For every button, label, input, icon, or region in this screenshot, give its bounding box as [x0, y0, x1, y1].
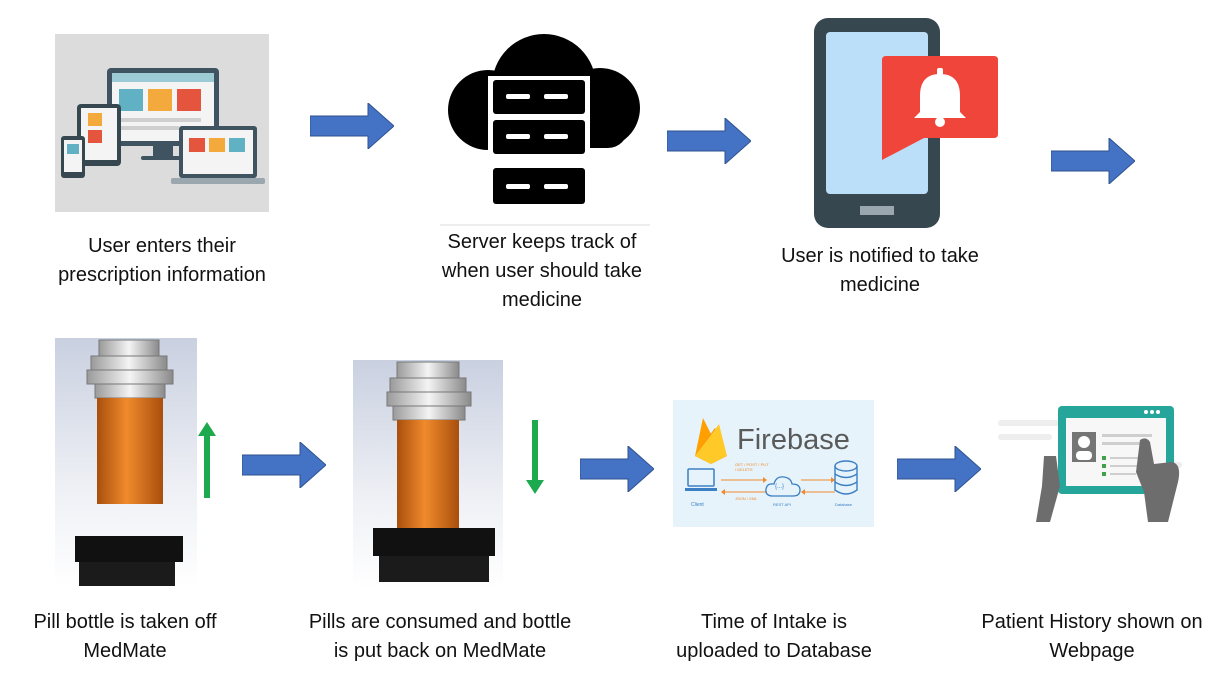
step-server-caption: Server keeps track of when user should t… — [441, 231, 643, 311]
response-label: JSON / XML — [735, 496, 758, 501]
firebase-icon — [695, 418, 727, 464]
firebase-brand: Firebase — [737, 424, 850, 456]
firebase-diagram: Firebase Client GET / POST / PUT / DELET… — [673, 400, 874, 527]
api-symbol: {...} — [775, 484, 785, 490]
api-label: REST API — [773, 502, 791, 507]
step-notify-caption: User is notified to take medicine — [781, 245, 979, 296]
flow-arrow-1 — [310, 103, 394, 149]
step-enter-caption: User enters their prescription informati… — [58, 235, 266, 286]
flow-arrow-6 — [897, 446, 981, 492]
api-cloud-icon — [765, 476, 801, 497]
flow-arrow-5 — [580, 446, 654, 492]
step-enter-image — [55, 34, 269, 212]
step-return-caption: Pills are consumed and bottle is put bac… — [308, 611, 572, 662]
database-label: Database — [835, 502, 853, 507]
client-label: Client — [691, 502, 704, 508]
step-upload-caption: Time of Intake is uploaded to Database — [676, 611, 872, 662]
flow-arrow-4 — [242, 442, 326, 488]
flow-arrow-3 — [1051, 138, 1135, 184]
return-down-arrow — [526, 420, 544, 494]
step-history-caption: Patient History shown on Webpage — [981, 611, 1203, 662]
cloud-server-icon — [440, 34, 650, 226]
lift-up-arrow — [198, 422, 216, 498]
request-arrows — [721, 477, 835, 495]
step-lift-caption: Pill bottle is taken off MedMate — [33, 611, 217, 662]
tablet-webpage-icon — [998, 406, 1182, 522]
pill-bottle-lifted-icon — [55, 338, 197, 588]
responsive-devices-icon — [61, 68, 265, 184]
request-label: GET / POST / PUT / DELETE — [735, 462, 769, 472]
phone-notification-icon — [814, 18, 998, 228]
pill-bottle-returned-icon — [353, 360, 503, 588]
client-laptop-icon — [685, 468, 717, 491]
database-icon — [834, 460, 858, 495]
flow-arrow-2 — [667, 118, 751, 164]
